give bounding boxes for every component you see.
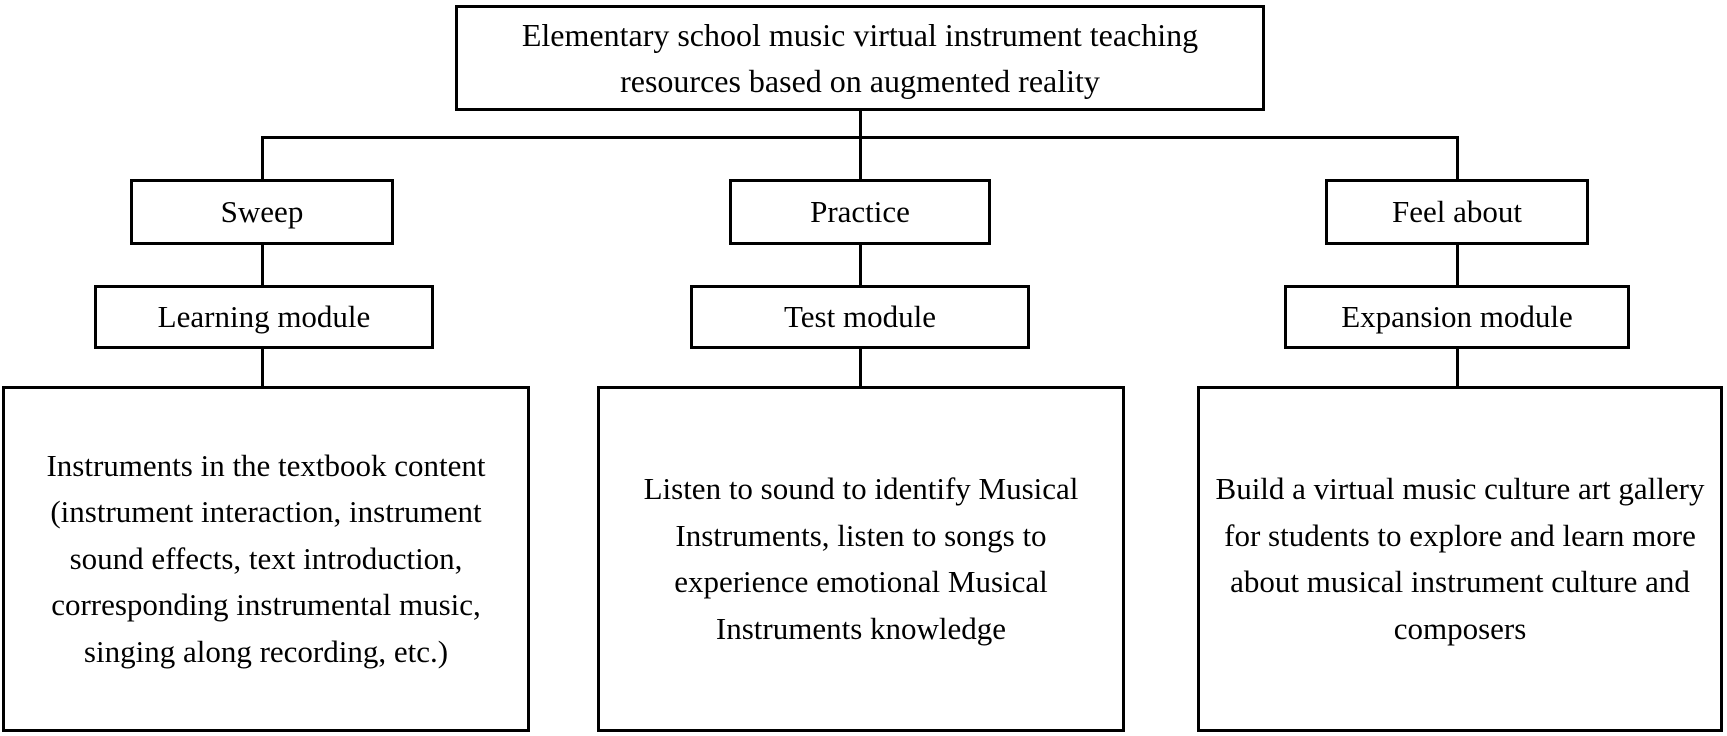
connector-learning-to-desc [261,346,264,389]
connector-bus-to-feelabout [1456,136,1459,182]
connector-practice-to-test [859,243,862,288]
connector-expansion-to-desc [1456,346,1459,389]
module-node-learning: Learning module [94,285,434,349]
category-node-sweep: Sweep [130,179,394,245]
description-node-test: Listen to sound to identify Musical Inst… [597,386,1125,732]
module-node-expansion: Expansion module [1284,285,1630,349]
category-node-practice: Practice [729,179,991,245]
connector-sweep-to-learning [261,243,264,288]
connector-bus-to-practice [859,136,862,182]
connector-root-stem [859,108,862,139]
description-node-learning: Instruments in the textbook content (ins… [2,386,530,732]
connector-test-to-desc [859,346,862,389]
connector-bus-to-sweep [261,136,264,182]
root-node: Elementary school music virtual instrume… [455,5,1265,111]
connector-feelabout-to-expansion [1456,243,1459,288]
description-node-expansion: Build a virtual music culture art galler… [1197,386,1723,732]
category-node-feel-about: Feel about [1325,179,1589,245]
module-node-test: Test module [690,285,1030,349]
